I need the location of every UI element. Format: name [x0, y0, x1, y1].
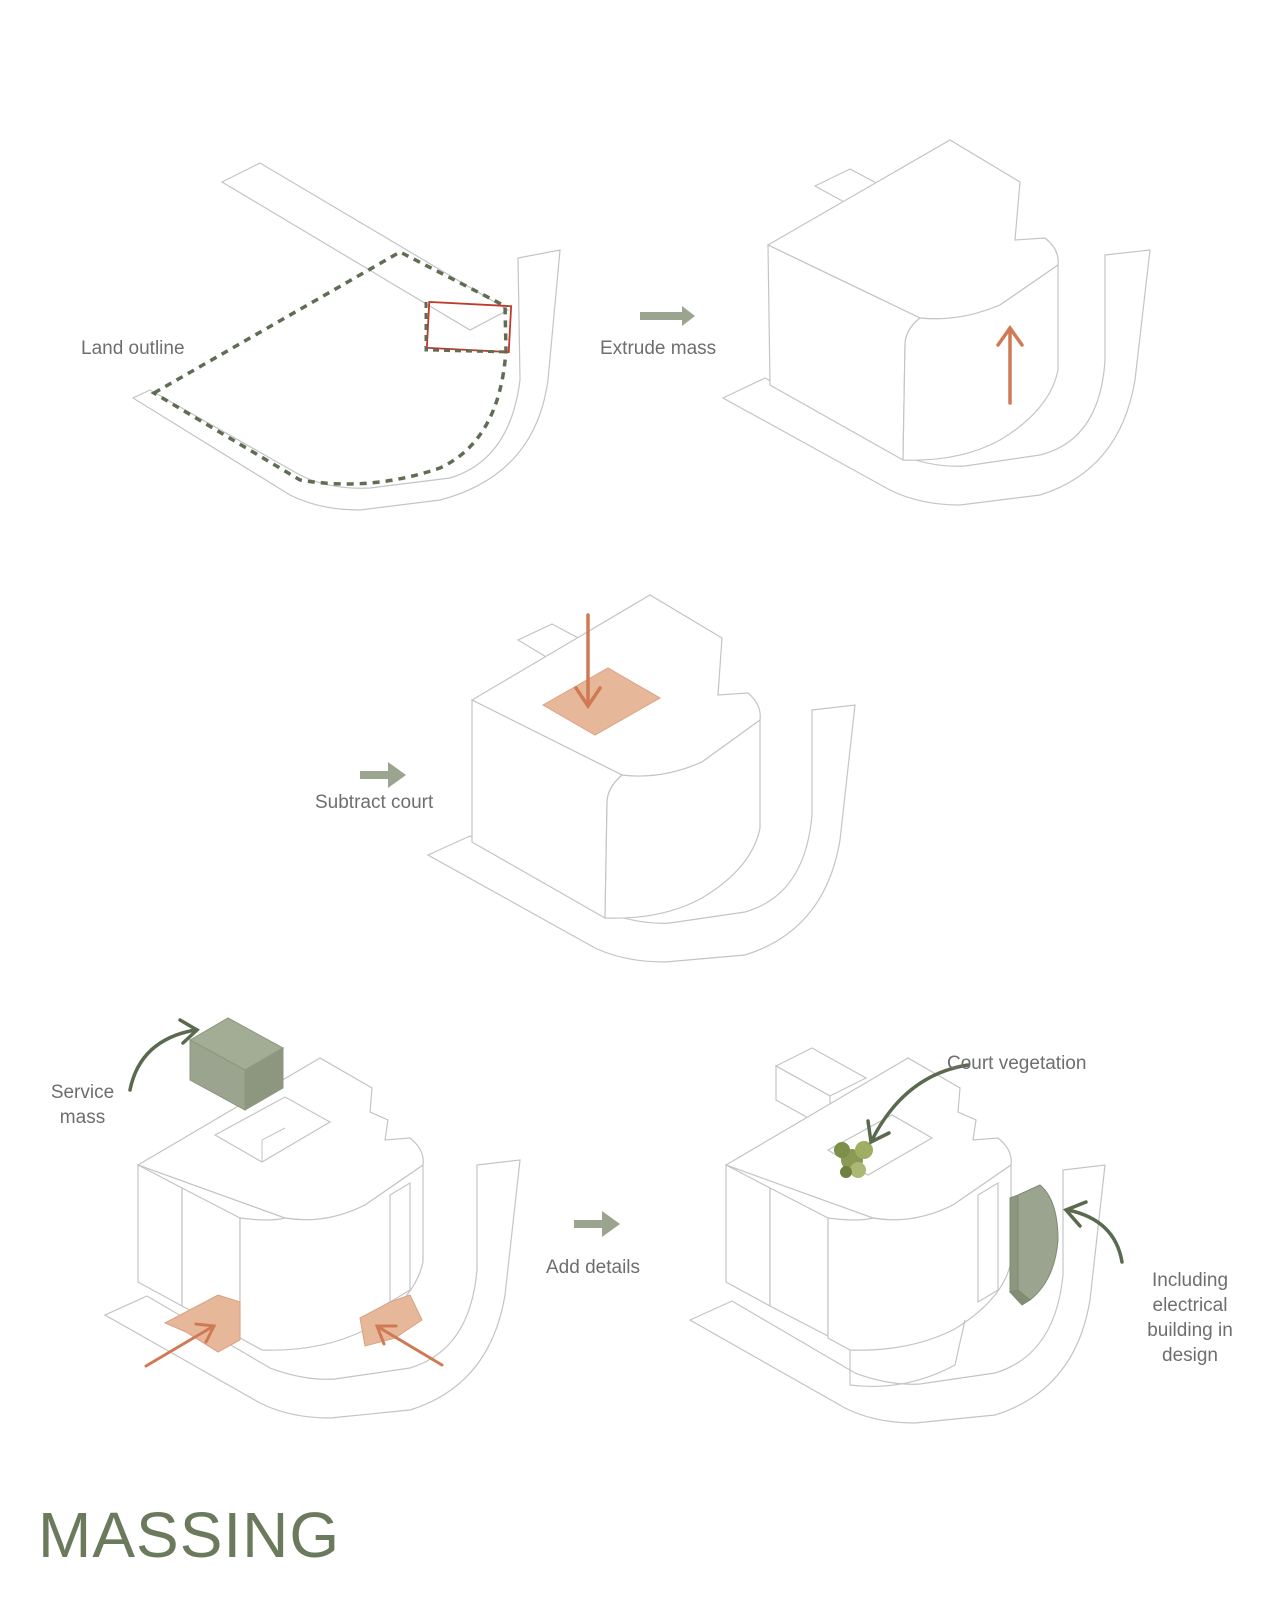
- label-add-details: Add details: [546, 1255, 640, 1280]
- label-service-mass: Service mass: [40, 1080, 125, 1130]
- extruded-mass: [723, 140, 1150, 505]
- electrical-building-dash: [426, 302, 510, 352]
- site-boundary: [154, 252, 506, 484]
- step-arrow-icon: [602, 1211, 620, 1237]
- land-outline-drawing: [133, 163, 560, 510]
- step-arrow-icon: [388, 762, 406, 788]
- label-court-vegetation: Court vegetation: [947, 1051, 1086, 1076]
- mass-left-wing: [726, 1165, 770, 1306]
- mass-inner-wall: [770, 1188, 828, 1336]
- mass-right-pilaster: [390, 1183, 410, 1302]
- subtract-court-mass: [428, 595, 855, 962]
- service-mass-block: [190, 1018, 283, 1110]
- label-land-outline: Land outline: [81, 336, 185, 361]
- page-title: MASSING: [38, 1500, 340, 1570]
- step-arrow-shaft: [574, 1220, 604, 1228]
- label-extrude-mass: Extrude mass: [600, 336, 716, 361]
- entry-arrow-right-icon: [377, 1326, 442, 1365]
- label-electrical: Including electrical building in design: [1130, 1268, 1250, 1368]
- road-strip: [222, 163, 508, 330]
- step-arrow-shaft: [640, 312, 684, 320]
- service-mass-arrow-icon: [130, 1020, 197, 1090]
- electrical-building-outline: [427, 302, 511, 352]
- electrical-building: [1010, 1185, 1058, 1305]
- mass-right-pilaster: [978, 1183, 998, 1302]
- step-arrow-shaft: [360, 771, 390, 779]
- curved-road: [133, 250, 560, 510]
- label-subtract-court: Subtract court: [315, 790, 433, 815]
- mass-left-wing: [138, 1165, 182, 1306]
